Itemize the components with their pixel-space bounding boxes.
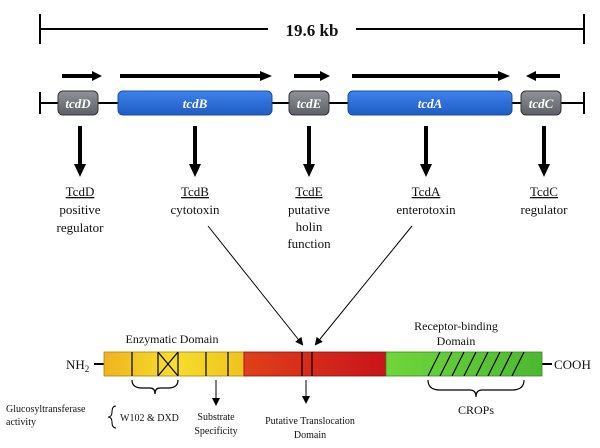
w102-dxd-label: W102 & DXD bbox=[120, 413, 179, 424]
protein-tcdE: TcdE putative holin function bbox=[287, 184, 331, 251]
translocation-label-2: Domain bbox=[294, 430, 326, 441]
enzymatic-domain-label: Enzymatic Domain bbox=[126, 332, 219, 346]
gene-tcdA: tcdA bbox=[347, 90, 513, 116]
protein-tcdA-name: TcdA bbox=[412, 184, 441, 199]
enzymatic-domain bbox=[103, 351, 245, 377]
gene-tcdB: tcdB bbox=[117, 90, 273, 116]
transcription-direction-arrows bbox=[62, 71, 560, 81]
protein-tcdD-desc-2: regulator bbox=[57, 220, 105, 235]
substrate-label-2: Specificity bbox=[194, 426, 237, 437]
protein-tcdE-desc-1: putative bbox=[288, 202, 330, 217]
protein-tcdD-desc-1: positive bbox=[59, 202, 100, 217]
c-terminus-label: COOH bbox=[554, 357, 591, 372]
protein-tcdC-desc-1: regulator bbox=[521, 202, 569, 217]
protein-tcdD-name: TcdD bbox=[66, 184, 95, 199]
w102-dxd-crossmark bbox=[157, 351, 179, 377]
locus-scale-bar: 19.6 kb bbox=[39, 14, 585, 44]
tcdA-direction-arrow bbox=[352, 71, 510, 81]
protein-tcdB: TcdB cytotoxin bbox=[170, 184, 220, 217]
locus-length-label: 19.6 kb bbox=[286, 21, 339, 40]
substrate-label-1: Substrate bbox=[197, 412, 235, 423]
protein-tcdA-desc-1: enterotoxin bbox=[396, 202, 456, 217]
receptor-domain-label-2: Domain bbox=[437, 334, 476, 348]
gene-tcdD-label: tcdD bbox=[65, 96, 91, 111]
protein-tcdA: TcdA enterotoxin bbox=[396, 184, 456, 217]
protein-tcdD: TcdD positive regulator bbox=[57, 184, 105, 235]
translocation-domain bbox=[243, 351, 387, 377]
glucosyltransferase-label-1: Glucosyltransferase bbox=[6, 404, 86, 415]
toxin-converging-arrows bbox=[207, 225, 413, 346]
w102-dxd-brace bbox=[131, 379, 179, 395]
tcdE-direction-arrow bbox=[294, 71, 330, 81]
translocation-label-1: Putative Translocation bbox=[265, 416, 355, 427]
gene-to-protein-arrows bbox=[74, 126, 550, 177]
protein-labels: TcdD positive regulator TcdB cytotoxin T… bbox=[57, 184, 569, 251]
protein-tcdE-desc-3: function bbox=[287, 236, 331, 251]
toxin-protein-bar: NH2 COOH bbox=[66, 351, 591, 377]
gene-tcdD: tcdD bbox=[57, 90, 99, 116]
crops-brace bbox=[427, 379, 525, 398]
gene-tcdB-label: tcdB bbox=[183, 96, 208, 111]
crops-label: CROPs bbox=[458, 403, 494, 417]
gene-tcdE-label: tcdE bbox=[297, 96, 322, 111]
gene-tcdC: tcdC bbox=[520, 90, 562, 116]
glucosyltransferase-label-2: activity bbox=[6, 417, 36, 428]
glucosyltransferase-brace bbox=[107, 405, 117, 429]
protein-tcdC: TcdC regulator bbox=[521, 184, 569, 217]
gene-tcdA-label: tcdA bbox=[418, 96, 443, 111]
tcdD-direction-arrow bbox=[62, 71, 102, 81]
n-terminus-label: NH2 bbox=[66, 357, 89, 374]
protein-tcdE-desc-2: holin bbox=[296, 219, 323, 234]
receptor-domain-label-1: Receptor-binding bbox=[414, 319, 498, 333]
protein-tcdC-name: TcdC bbox=[530, 184, 558, 199]
gene-tcdE: tcdE bbox=[288, 90, 330, 116]
protein-tcdE-name: TcdE bbox=[295, 184, 322, 199]
tcdB-direction-arrow bbox=[120, 71, 272, 81]
tcdC-direction-arrow bbox=[526, 71, 560, 81]
protein-tcdB-desc-1: cytotoxin bbox=[170, 202, 220, 217]
receptor-binding-domain bbox=[385, 351, 543, 377]
gene-locus: tcdD tcdB tcdE tcdA tcdC bbox=[39, 90, 585, 116]
gene-tcdC-label: tcdC bbox=[529, 96, 554, 111]
protein-tcdB-name: TcdB bbox=[181, 184, 209, 199]
crops-hatch bbox=[427, 351, 525, 377]
